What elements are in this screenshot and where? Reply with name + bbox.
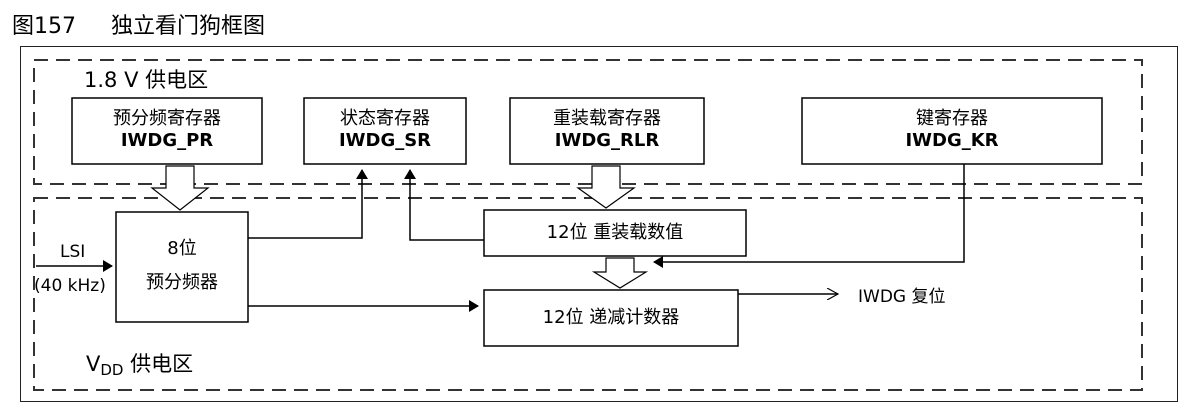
status-register-label: 状态寄存器 IWDG_SR [304,108,466,152]
reload-register-name: IWDG_RLR [554,130,660,151]
prescaler-to-status-line [248,169,368,239]
reset-output-label: IWDG 复位 [858,287,946,307]
prescaler-block-label: 8位 预分频器 [116,232,248,300]
reload-value-block [483,209,747,257]
zone-vdd-prefix: V [86,352,101,376]
key-register-name: IWDG_KR [905,130,999,151]
prescaler-block-line2: 预分频器 [146,272,218,293]
reload-register-label: 重装载寄存器 IWDG_RLR [510,108,704,152]
key-register-label: 键寄存器 IWDG_KR [802,108,1102,152]
lsi-label: LSI [60,242,86,262]
key-to-counter-line [653,164,965,268]
zone-vdd-sub: DD [100,361,124,379]
key-register-box [801,97,1103,165]
prescaler-block [115,211,249,323]
down-counter-label: 12位 递减计数器 [542,307,680,328]
prescaler-register-hollow-arrow [150,165,210,211]
figure-caption: 图157 独立看门狗框图 [12,14,265,39]
zone-1v8-label: 1.8 V 供电区 [84,68,209,92]
prescaler-register-label: 预分频寄存器 IWDG_PR [72,108,262,152]
zone-1v8-border [33,59,1143,185]
status-register-title: 状态寄存器 [340,108,430,129]
reload-register-hollow-arrow [576,165,636,209]
reload-register-box [509,97,705,165]
down-counter-block [483,289,739,347]
zone-vdd-suffix: 供电区 [123,352,194,376]
prescaler-register-box [71,97,263,165]
zone-vdd-label: VDD 供电区 [86,348,193,379]
reload-to-status-line [404,169,484,241]
status-register-name: IWDG_SR [338,130,432,151]
prescaler-block-line1: 8位 [167,238,197,259]
lsi-frequency-label: (40 kHz) [34,276,106,296]
zone-vdd-border [33,197,1143,391]
prescaler-register-name: IWDG_PR [120,130,214,151]
diagram-frame [20,46,1178,402]
reload-register-title: 重装载寄存器 [553,108,661,129]
reload-to-counter-hollow-arrow [591,257,649,289]
reload-value-label: 12位 重装载数值 [546,222,684,243]
status-register-box [303,97,467,165]
key-register-title: 键寄存器 [916,108,988,129]
prescaler-register-title: 预分频寄存器 [113,108,221,129]
